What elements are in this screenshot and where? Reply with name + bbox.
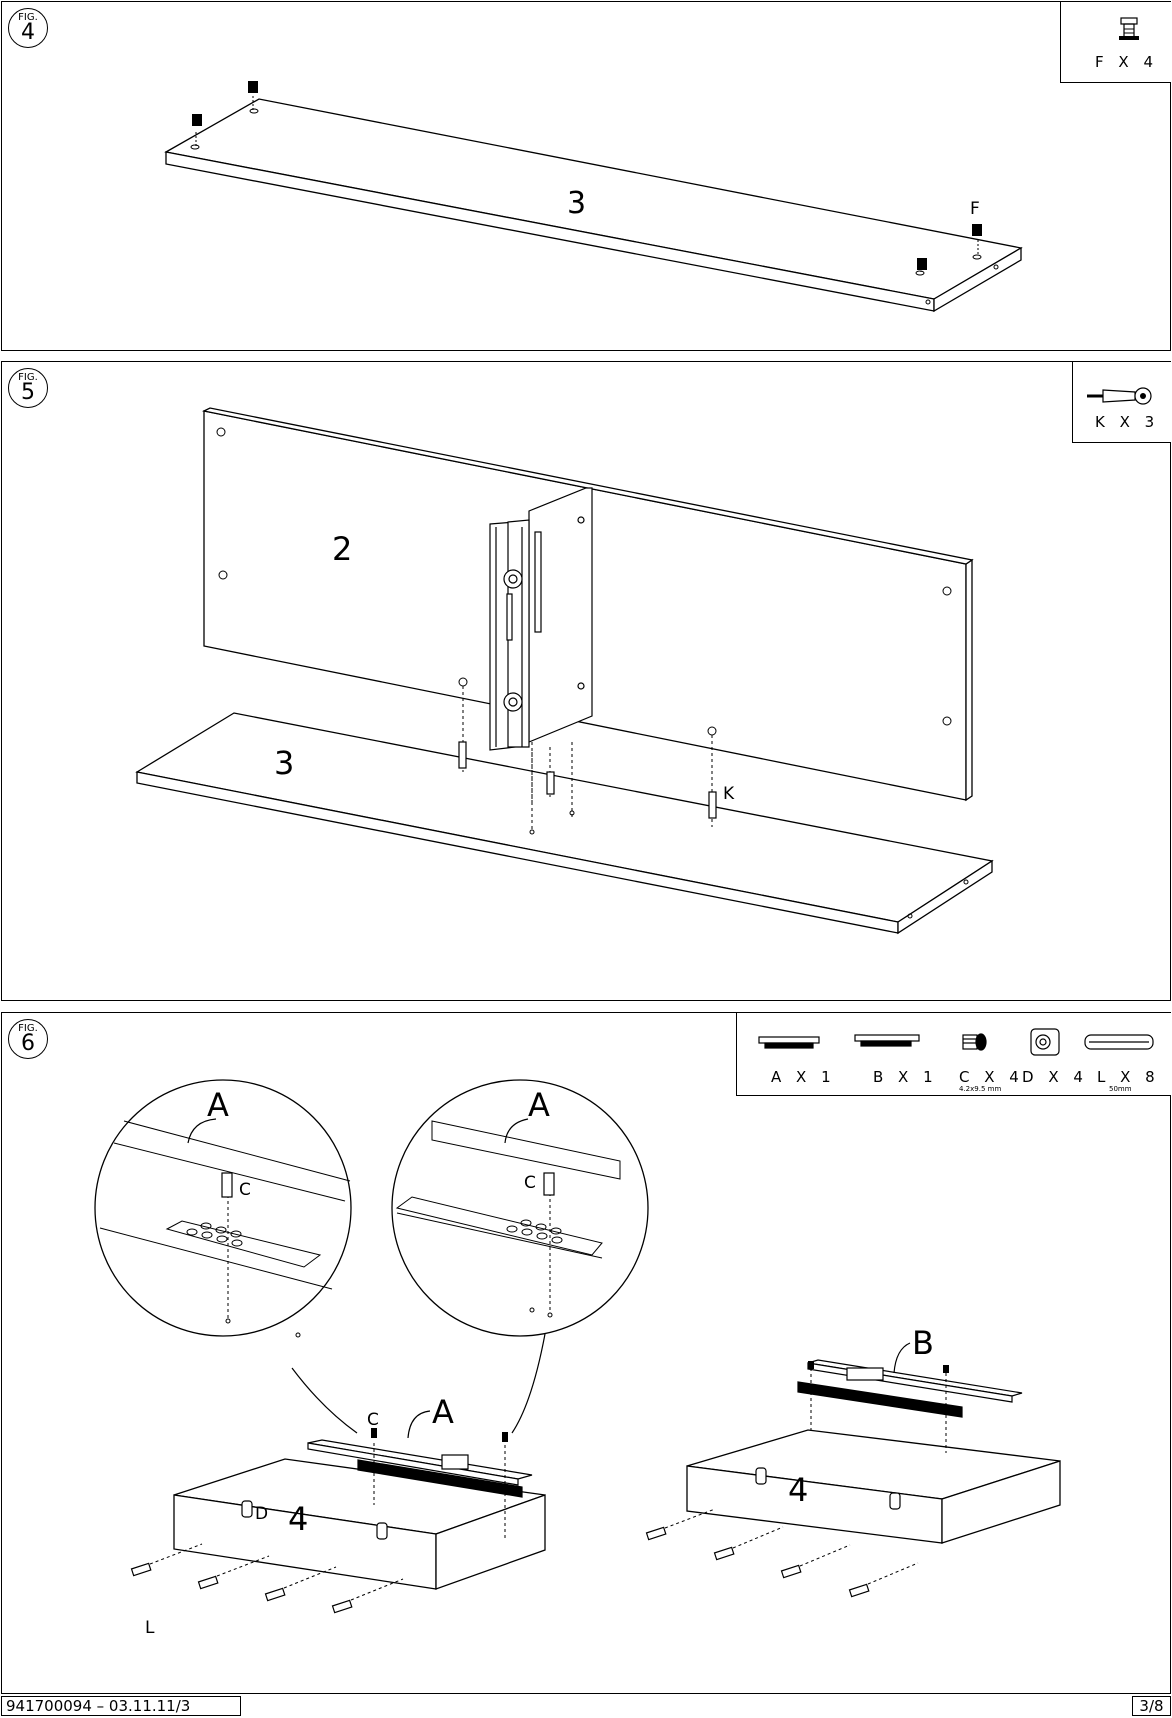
- fig5-drawing: 2 3 K: [135, 407, 994, 935]
- dowel-l-icon: [1084, 1034, 1154, 1050]
- fig5-fig-label: FIG.: [18, 372, 38, 383]
- fig6-panel: FIG. 6: [1, 1012, 1171, 1694]
- fig5-back-panel-label: 2: [332, 530, 352, 568]
- page-number: 3/8: [1132, 1696, 1171, 1716]
- fig6-left-board: [173, 1458, 546, 1590]
- fig6-d-label: D: [255, 1504, 268, 1524]
- fig4-f-label: F: [970, 199, 980, 219]
- fig6-part-d-label: D X 4: [1022, 1068, 1088, 1086]
- fig6-parts-box: A X 1 B X 1 C X 4 D X 4 L X 8 4.2x9.5 mm…: [736, 1013, 1171, 1096]
- fig4-fitting-icons: [192, 81, 982, 270]
- fig4-board: [164, 98, 1023, 313]
- fig5-badge: FIG. 5: [8, 368, 48, 408]
- fig6-left-panel-4-label: 4: [288, 1500, 308, 1538]
- fig6-part-b-label: B X 1: [873, 1068, 938, 1086]
- fig4-fig-label: FIG.: [18, 12, 38, 23]
- fig6-part-l-label: L X 8: [1097, 1068, 1160, 1086]
- connector-bolt-k-icon: [1087, 387, 1152, 405]
- fig5-k-label: K: [723, 784, 735, 804]
- fig6-right-cams: [755, 1467, 901, 1510]
- fig6-detail-left-c-label: C: [239, 1180, 251, 1200]
- fig6-drawing: A C A C: [94, 1079, 1061, 1638]
- fig6-badge: FIG. 6: [8, 1019, 48, 1059]
- fig6-parts-icons: [758, 1028, 1154, 1056]
- fig6-c-label: C: [367, 1410, 379, 1430]
- fig4-parts-box: F X 4: [1060, 2, 1171, 83]
- fig6-part-c-note: 4.2x9.5 mm: [959, 1085, 1002, 1093]
- fig6-runner-b: [797, 1359, 1023, 1418]
- fig6-right-panel-4-label: 4: [788, 1471, 808, 1509]
- fig6-detail-right-c-label: C: [524, 1173, 536, 1193]
- fig6-l-label: L: [145, 1618, 155, 1638]
- fig4-panel-3-label: 3: [567, 186, 586, 221]
- fig4-drawing: 3 F: [164, 81, 1023, 313]
- fig6-part-c-label: C X 4: [959, 1068, 1024, 1086]
- fig4-panel: FIG. 4 F X 4: [1, 1, 1171, 351]
- fig6-runner-a: [307, 1439, 533, 1498]
- fig5-base-board: [135, 712, 994, 935]
- fig5-back-holes: [216, 427, 952, 736]
- fig5-panel: FIG. 5 K X 3: [1, 361, 1171, 1001]
- fig6-detail-right-a-label: A: [528, 1086, 550, 1124]
- fig6-right-dowels: [645, 1526, 870, 1598]
- fig5-parts-box: K X 3: [1072, 362, 1171, 443]
- runner-a-icon: [758, 1036, 820, 1049]
- fig6-part-l-note: 50mm: [1109, 1085, 1132, 1093]
- fig6-fig-label: FIG.: [18, 1023, 38, 1034]
- fig6-detail-right: [391, 1079, 649, 1337]
- fig6-fig-number: 6: [21, 1031, 35, 1056]
- fig6-runner-b-label: B: [912, 1324, 934, 1362]
- fig4-part-f-label: F X 4: [1095, 53, 1158, 71]
- fig6-left-cams: [241, 1500, 388, 1540]
- fig5-fig-number: 5: [21, 380, 35, 405]
- cam-d-icon: [1030, 1028, 1060, 1056]
- fig6-detail-left-a-label: A: [207, 1086, 229, 1124]
- fig5-k-bolts: [458, 741, 717, 819]
- screw-c-icon: [962, 1033, 987, 1051]
- cam-fitting-f-icon: [1119, 17, 1139, 40]
- fig6-right-board: [686, 1429, 1061, 1544]
- fig4-badge: FIG. 4: [8, 8, 48, 48]
- fig4-fig-number: 4: [21, 20, 35, 45]
- fig6-detail-left: [94, 1079, 352, 1338]
- fig5-base-panel-label: 3: [274, 744, 294, 782]
- fig6-runner-a-label: A: [432, 1393, 454, 1431]
- fig5-slide-unit: [489, 487, 593, 751]
- fig5-part-k-label: K X 3: [1095, 413, 1160, 431]
- document-code: 941700094 – 03.11.11/3: [1, 1696, 241, 1716]
- fig6-part-a-label: A X 1: [771, 1068, 836, 1086]
- runner-b-icon: [854, 1034, 920, 1047]
- fig6-left-dowels: [130, 1562, 353, 1614]
